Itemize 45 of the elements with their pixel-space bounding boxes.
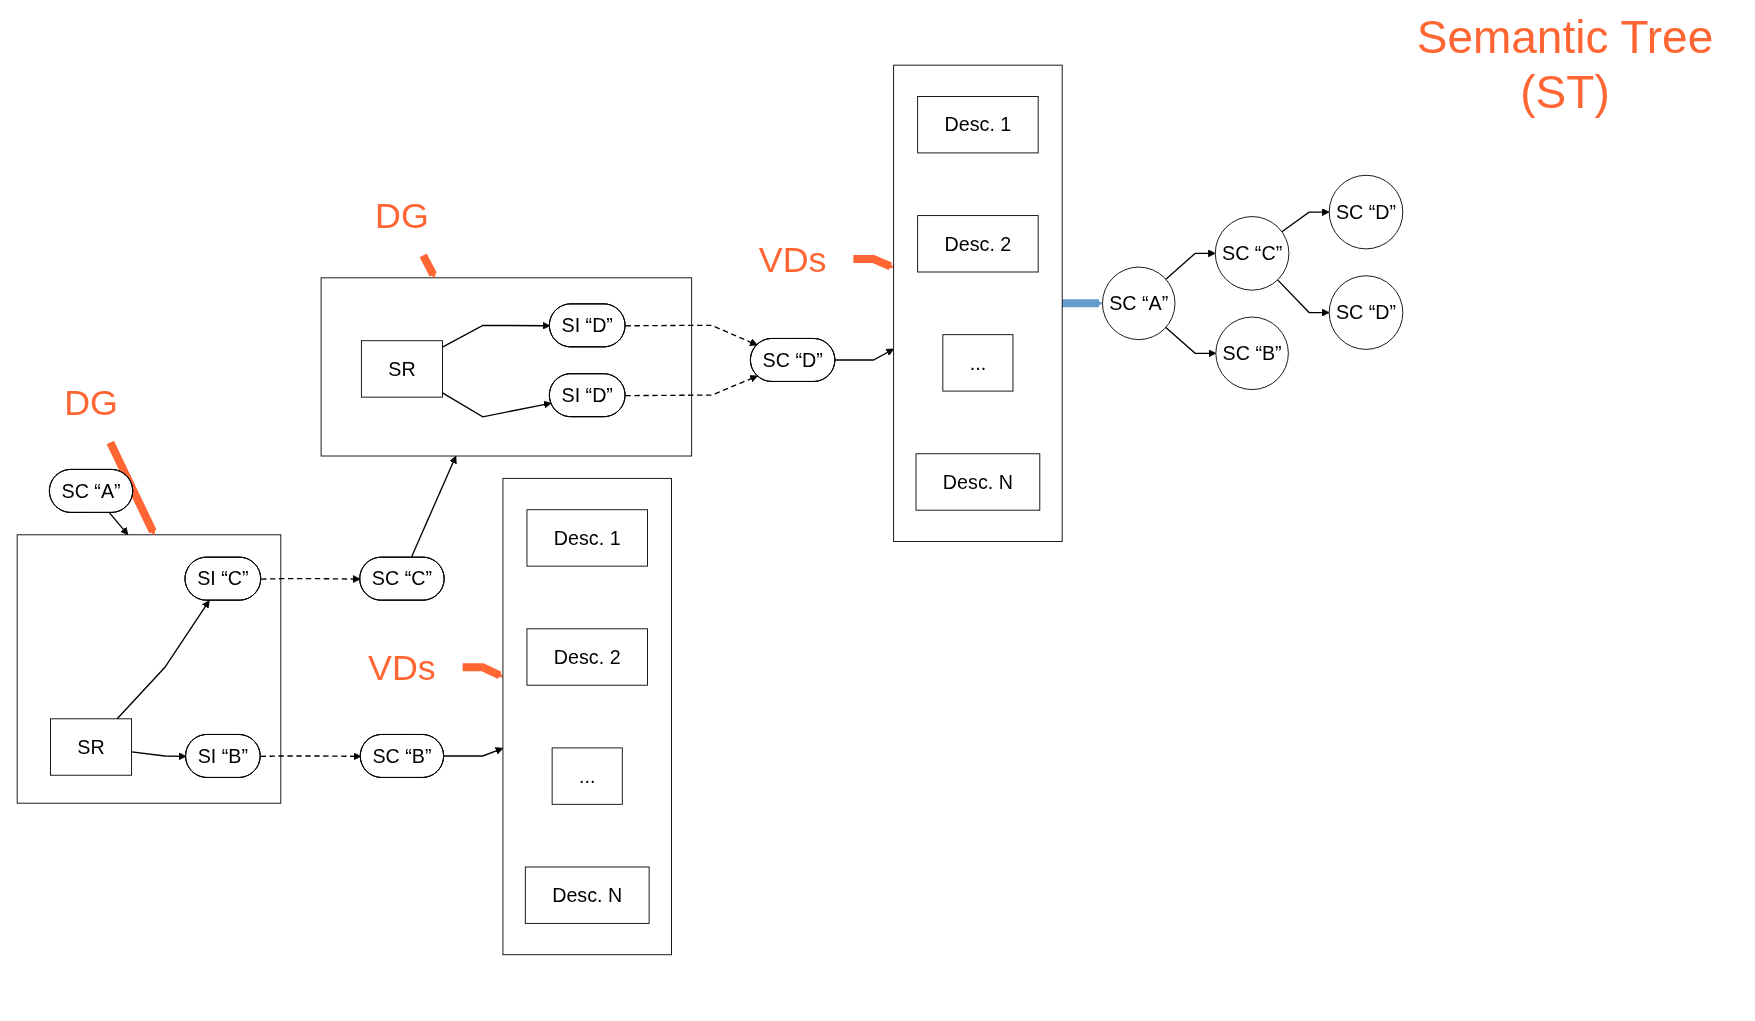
arrow [853,255,894,270]
node-box: SR [360,340,443,398]
node-box: Desc. 1 [526,509,648,567]
arrow [410,455,457,558]
arrow [130,751,187,761]
arrow [1062,299,1103,308]
arrow [1165,249,1216,280]
node-text: VDs [368,647,436,688]
node-circle: SC “C” [1214,216,1290,291]
node-box: Desc. 2 [526,628,648,686]
node-box: Desc. N [524,866,650,924]
cluster [893,64,1063,542]
arrow [1276,279,1330,317]
node-text: VDs [758,239,827,279]
node-circle: SC “D” [1328,275,1404,350]
arrow [462,663,504,679]
node-box: Desc. 2 [917,215,1039,273]
arrow [1165,326,1217,358]
arrow [116,600,210,720]
arrow [260,575,361,584]
cluster [16,534,282,804]
arrow [624,324,758,346]
node-box: SR [50,718,133,776]
arrow [259,752,362,761]
node-circle: SC “A” [1102,266,1176,341]
cluster [502,478,672,956]
arrow [624,375,758,397]
node-box: ... [551,747,623,805]
node-text: DG [375,195,429,235]
arrow [441,321,551,348]
node-text: DG [64,382,118,423]
arrow [108,511,129,536]
arrow [1281,208,1330,233]
node-circle: SC “B” [1215,316,1289,391]
node-box: Desc. 1 [917,96,1039,154]
arrow [106,440,157,536]
arrow [419,253,437,279]
node-circle: SC “D” [1328,174,1404,250]
cluster [320,277,693,457]
arrow [441,392,552,418]
arrow [442,747,504,757]
node-box: Desc. N [915,453,1041,511]
arrow [834,348,894,361]
diagram-title: Semantic Tree (ST) [1415,10,1715,121]
node-box: ... [942,334,1014,392]
